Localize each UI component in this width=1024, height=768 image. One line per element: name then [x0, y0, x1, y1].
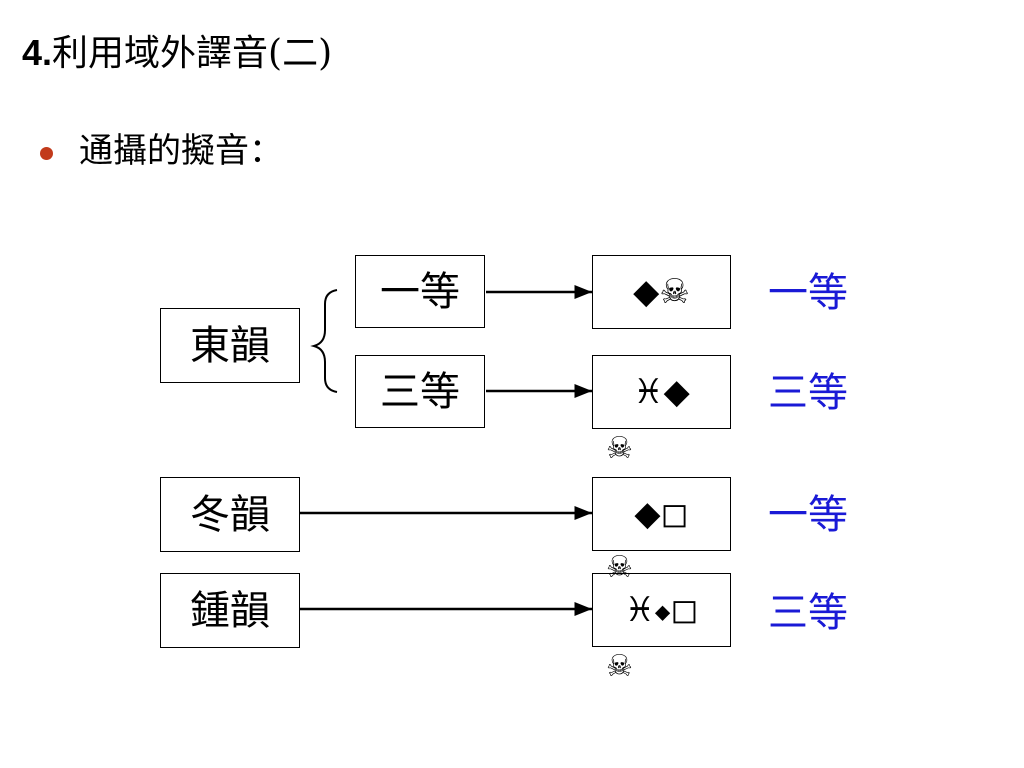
grade-result-row3: 一等 — [768, 492, 848, 538]
symbol-text-row2: ♓◆ — [633, 372, 690, 412]
symbol-box-row4: ♓◆◻ — [592, 573, 731, 647]
grade-result-row2: 三等 — [768, 370, 848, 416]
grade-box-3: 三等 — [355, 355, 485, 428]
stray-symbol-a: ☠ — [606, 431, 633, 466]
symbol-text-row4: ♓◆◻ — [624, 593, 698, 627]
bullet-item: 通攝的擬音： — [40, 124, 283, 178]
title-number: 4. — [22, 32, 53, 73]
rime-box-dong: 東韻 — [160, 308, 300, 383]
slide-title: 4.利用域外譯音(二) — [22, 26, 332, 81]
stray-symbol-b: ☠ — [606, 550, 633, 585]
symbol-row4-b: ◆ — [654, 599, 671, 624]
symbol-text-row3: ◆◻ — [634, 494, 689, 534]
symbol-box-row2: ♓◆ — [592, 355, 731, 429]
symbol-box-row1: ◆☠ — [592, 255, 731, 329]
bullet-text: 通攝的擬音： — [79, 131, 283, 171]
grade-result-row1: 一等 — [768, 270, 848, 316]
stray-symbol-c: ☠ — [606, 649, 633, 684]
grade-label-3: 三等 — [380, 368, 460, 415]
rime-label-dong2: 冬韻 — [190, 491, 270, 538]
symbol-row4-c: ◻ — [670, 590, 699, 630]
rime-box-zhong: 鍾韻 — [160, 573, 300, 648]
grade-box-1: 一等 — [355, 255, 485, 328]
symbol-text-row1: ◆☠ — [633, 272, 690, 312]
symbol-box-row3: ◆◻ — [592, 477, 731, 551]
rime-label-dong: 東韻 — [190, 322, 270, 369]
bullet-dot-icon — [40, 146, 53, 160]
rime-box-dong2: 冬韻 — [160, 477, 300, 552]
title-text: 利用域外譯音(二) — [52, 33, 333, 74]
brace-shape — [310, 289, 338, 393]
rime-label-zhong: 鍾韻 — [190, 587, 270, 634]
grade-label-1: 一等 — [380, 268, 460, 315]
symbol-row4-a: ♓ — [624, 590, 655, 630]
grade-result-row4: 三等 — [768, 590, 848, 636]
